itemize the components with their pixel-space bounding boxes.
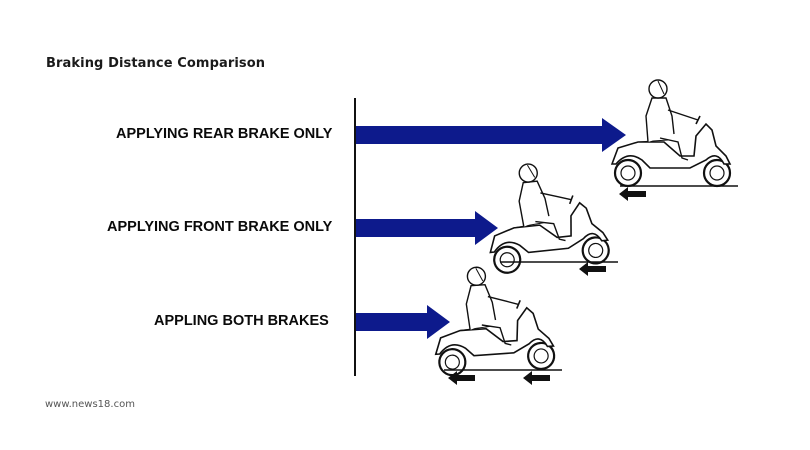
- scooter-rider-icon: [430, 262, 555, 376]
- skid-arrow-icon: [523, 371, 550, 385]
- scooter-rider-icon: [482, 157, 610, 275]
- distance-arrow-rear-brake: [356, 118, 626, 152]
- skid-arrow-icon: [619, 187, 646, 201]
- distance-arrow-both-brakes: [356, 305, 450, 339]
- distance-arrow-front-brake: [356, 211, 498, 245]
- scooter-rider-icon: [612, 80, 730, 186]
- skid-arrow-icon: [448, 371, 475, 385]
